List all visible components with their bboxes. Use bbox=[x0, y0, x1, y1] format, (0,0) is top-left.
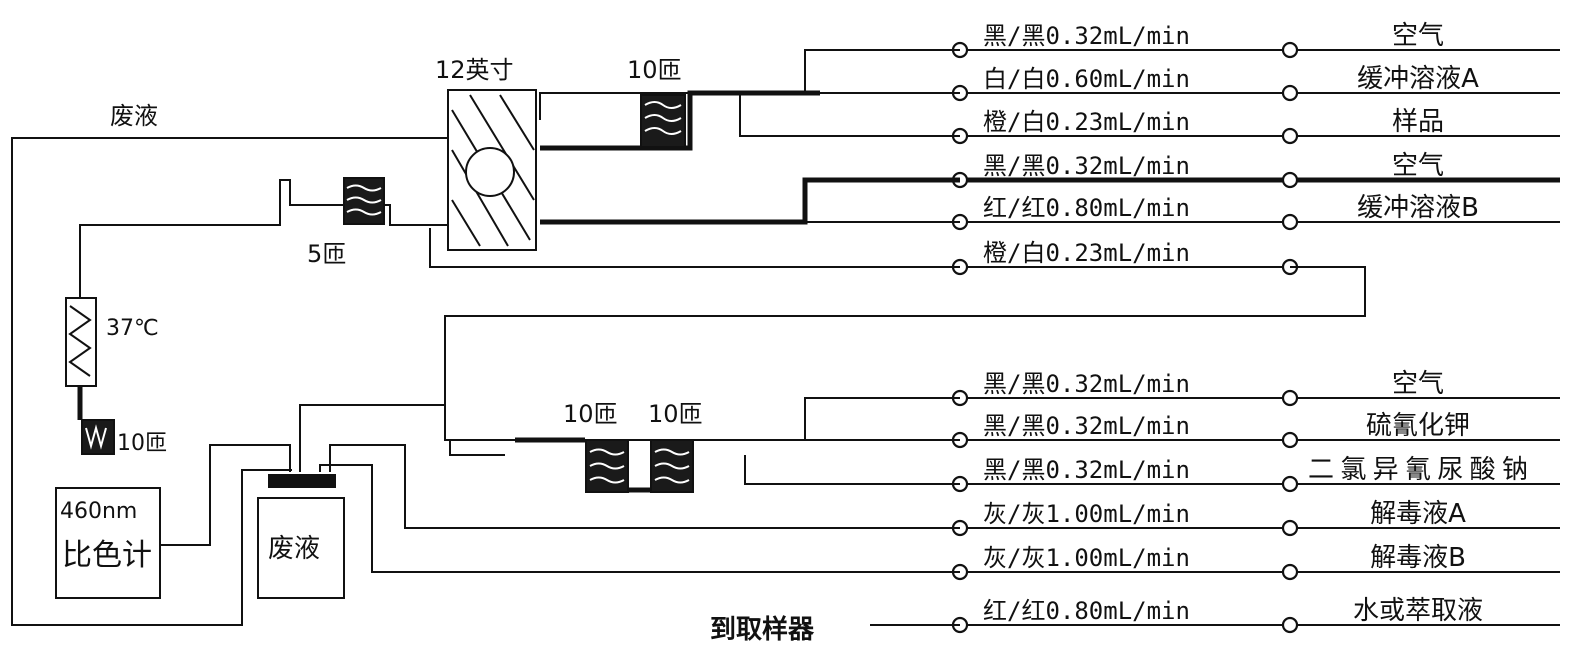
tube-spec-label: 红/红0.80mL/min bbox=[983, 194, 1190, 222]
waste-manifold bbox=[268, 474, 336, 488]
reagent-label: 空气 bbox=[1392, 21, 1444, 51]
line-lower-to-waste bbox=[300, 405, 445, 472]
line-antidote-a bbox=[330, 445, 960, 528]
coil-10-mid-a bbox=[586, 440, 628, 492]
tube-outlet-port bbox=[1283, 391, 1297, 405]
waste-top-label: 废液 bbox=[110, 102, 158, 130]
tube-spec-label: 黑/黑0.32mL/min bbox=[983, 370, 1190, 398]
reagent-label: 缓冲溶液B bbox=[1357, 193, 1479, 223]
mixer-12-label: 12英寸 bbox=[435, 56, 514, 84]
tube-spec-label: 白/白0.60mL/min bbox=[983, 65, 1190, 93]
line-lower-loop bbox=[450, 440, 505, 455]
reagent-label: 解毒液B bbox=[1370, 543, 1466, 573]
line-air-1 bbox=[540, 50, 960, 120]
coil-10-mid-b bbox=[651, 440, 693, 492]
mixer-12-inch bbox=[448, 90, 536, 250]
colorimeter-name-label: 比色计 bbox=[62, 538, 152, 573]
tube-outlet-port bbox=[1283, 173, 1297, 187]
tube-outlet-port bbox=[1283, 477, 1297, 491]
tube-spec-label: 黑/黑0.32mL/min bbox=[983, 456, 1190, 484]
reagent-label: 空气 bbox=[1392, 151, 1444, 181]
reagent-label: 缓冲溶液A bbox=[1357, 64, 1479, 94]
coil-5-label: 5匝 bbox=[307, 240, 346, 268]
tube-outlet-port bbox=[1283, 129, 1297, 143]
tube-outlet-port bbox=[1283, 43, 1297, 57]
tube-spec-label: 橙/白0.23mL/min bbox=[983, 108, 1190, 136]
line-dcc bbox=[745, 455, 960, 484]
line-sample bbox=[740, 93, 960, 136]
tube-spec-label: 黑/黑0.32mL/min bbox=[983, 152, 1190, 180]
heater-37c bbox=[66, 298, 96, 386]
coil-10-top bbox=[641, 95, 685, 147]
coil-5 bbox=[344, 178, 384, 224]
reagent-label: 样品 bbox=[1392, 107, 1444, 137]
reagent-label: 空气 bbox=[1392, 369, 1444, 399]
reagent-label: 二氯异氰尿酸钠 bbox=[1308, 455, 1528, 485]
tube-outlet-port bbox=[1283, 433, 1297, 447]
tube-spec-label: 黑/黑0.32mL/min bbox=[983, 412, 1190, 440]
coil-10-mid-a-label: 10匝 bbox=[563, 400, 618, 428]
reagent-label: 水或萃取液 bbox=[1353, 596, 1483, 626]
tube-outlet-port bbox=[1283, 215, 1297, 229]
tube-spec-label: 灰/灰1.00mL/min bbox=[983, 500, 1190, 528]
colorimeter-wavelength-label: 460nm bbox=[60, 499, 137, 524]
tube-outlet-port bbox=[1283, 618, 1297, 632]
heater-temp-label: 37℃ bbox=[106, 316, 159, 341]
tube-spec-label: 黑/黑0.32mL/min bbox=[983, 22, 1190, 50]
coil-10-left bbox=[82, 420, 114, 454]
to-sampler-label: 到取样器 bbox=[710, 614, 815, 645]
tube-spec-label: 橙/白0.23mL/min bbox=[983, 239, 1190, 267]
tube-outlet-port bbox=[1283, 86, 1297, 100]
tube-spec-label: 红/红0.80mL/min bbox=[983, 597, 1190, 625]
pump-tube-rows: 黑/黑0.32mL/min空气白/白0.60mL/min缓冲溶液A橙/白0.23… bbox=[953, 21, 1560, 632]
reagent-label: 解毒液A bbox=[1370, 499, 1466, 529]
tube-outlet-port bbox=[1283, 521, 1297, 535]
waste-box-label: 废液 bbox=[268, 534, 320, 564]
line-mixer-to-heater bbox=[80, 180, 448, 300]
tube-spec-label: 灰/灰1.00mL/min bbox=[983, 544, 1190, 572]
coil-10-mid-b-label: 10匝 bbox=[648, 400, 703, 428]
coil-10-top-label: 10匝 bbox=[627, 56, 682, 84]
line-air-2 bbox=[540, 180, 960, 222]
coil-10-left-label: 10匝 bbox=[117, 431, 167, 456]
line-antidote-b bbox=[320, 465, 960, 572]
tube-outlet-port bbox=[1283, 565, 1297, 579]
reagent-label: 硫氰化钾 bbox=[1366, 411, 1470, 441]
